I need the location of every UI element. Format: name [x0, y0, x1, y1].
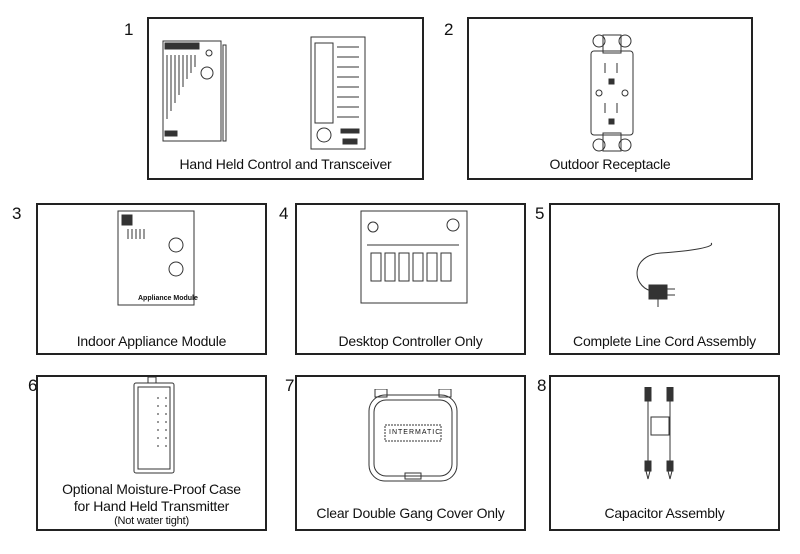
appliance-module-text: Appliance Module: [138, 295, 198, 302]
moisture-proof-case-illustration: [133, 377, 175, 474]
part-number-2: 2: [444, 20, 454, 39]
part-number-6: 6: [28, 376, 38, 395]
part-number-8: 8: [537, 376, 547, 395]
part-number-3: 3: [12, 204, 22, 223]
part-label-4: Desktop Controller Only: [338, 333, 483, 349]
part-label-7: Clear Double Gang Cover Only: [316, 505, 505, 521]
part-number-7: 7: [285, 376, 295, 395]
part-box-4: Desktop Controller Only: [295, 203, 526, 355]
part-label-6: Optional Moisture-Proof Case: [62, 481, 241, 497]
part-label-1: Hand Held Control and Transceiver: [179, 156, 392, 172]
part-number-1: 1: [124, 20, 134, 39]
part-box-2: Outdoor Receptacle: [467, 17, 753, 180]
part-label-3: Indoor Appliance Module: [76, 333, 227, 349]
capacitor-illustration: [644, 387, 674, 480]
appliance-module-illustration: [117, 210, 195, 306]
receptacle-illustration: [590, 34, 634, 152]
transceiver-illustration: [162, 40, 227, 142]
part-label-6-line2: for Hand Held Transmitter: [73, 498, 230, 514]
part-box-8: Capacitor Assembly: [549, 375, 780, 531]
part-note-6: (Not water tight): [114, 515, 189, 527]
desktop-controller-illustration: [360, 210, 468, 304]
part-box-6: Optional Moisture-Proof Case for Hand He…: [36, 375, 267, 531]
gang-cover-illustration: [368, 389, 458, 482]
part-box-5: Complete Line Cord Assembly: [549, 203, 780, 355]
part-box-3: Appliance Module Indoor Appliance Module: [36, 203, 267, 355]
line-cord-illustration: [636, 242, 713, 307]
part-box-1: Hand Held Control and Transceiver: [147, 17, 424, 180]
cover-brand-text: INTERMATIC: [389, 429, 442, 436]
part-label-5: Complete Line Cord Assembly: [573, 333, 756, 349]
hand-held-control-illustration: [310, 36, 366, 150]
part-label-8: Capacitor Assembly: [604, 505, 725, 521]
part-number-5: 5: [535, 204, 545, 223]
part-number-4: 4: [279, 204, 289, 223]
part-box-7: INTERMATIC Clear Double Gang Cover Only: [295, 375, 526, 531]
part-label-2: Outdoor Receptacle: [549, 156, 671, 172]
